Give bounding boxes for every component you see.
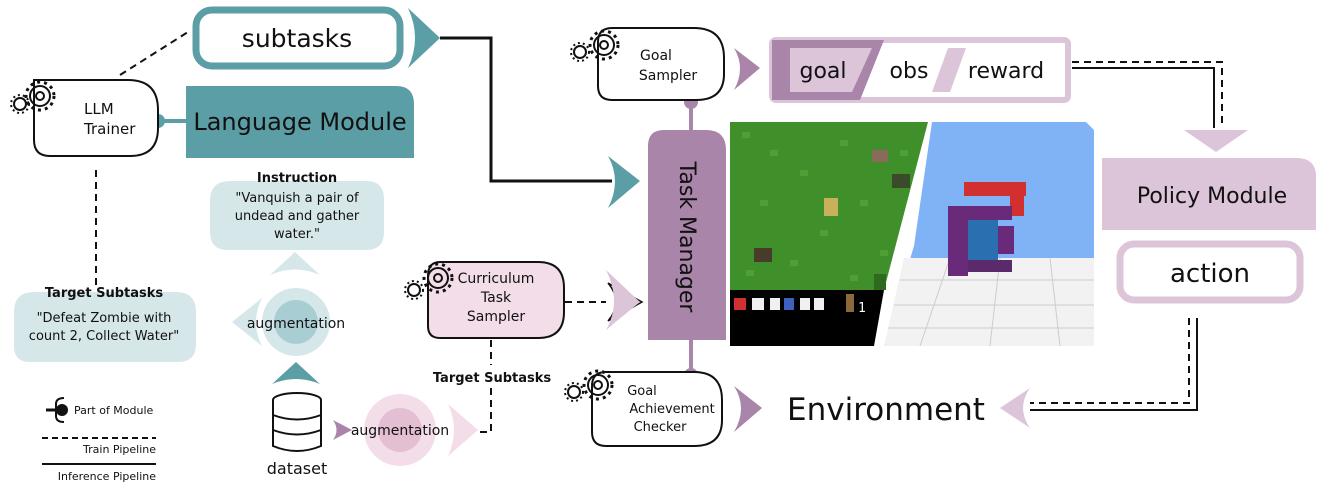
policy-module-label: Policy Module xyxy=(1137,184,1287,209)
obs-goal-label: goal xyxy=(799,59,846,84)
obs-obs-label: obs xyxy=(890,59,929,84)
goal-checker-node: Goal Achievement Checker xyxy=(564,369,762,447)
instruction-title: Instruction xyxy=(257,171,337,186)
goal-checker-line2: Achievement xyxy=(629,402,714,417)
observation-box: goal obs reward xyxy=(769,37,1071,103)
instruction-text-1: "Vanquish a pair of xyxy=(235,191,359,206)
action-node: action xyxy=(1116,240,1304,304)
database-icon xyxy=(272,392,322,452)
gear-icon xyxy=(404,280,424,300)
instruction-text-2: undead and gather xyxy=(235,209,360,224)
gear-icon xyxy=(10,94,30,114)
target-subtasks-text-2: count 2, Collect Water" xyxy=(29,329,179,344)
llm-trainer-line1: LLM xyxy=(84,100,114,118)
action-label: action xyxy=(1170,259,1250,289)
gear-icon xyxy=(570,42,590,62)
gear-icon xyxy=(24,80,56,112)
legend-part-of-module: Part of Module xyxy=(46,397,154,423)
goal-sampler-node: Goal Sampler xyxy=(570,27,760,101)
task-manager-node: Task Manager xyxy=(606,130,726,340)
legend-inference-pipeline: Inference Pipeline xyxy=(42,463,156,483)
legend-train-pipeline-label: Train Pipeline xyxy=(82,443,156,456)
legend-part-of-module-label: Part of Module xyxy=(74,404,154,417)
inventory-count: 1 xyxy=(858,301,866,316)
gear-icon xyxy=(422,262,454,294)
target-subtasks-text-1: "Defeat Zombie with xyxy=(37,311,172,326)
curriculum-line2: Task xyxy=(480,290,512,306)
target-subtasks-node: Target Subtasks "Defeat Zombie with coun… xyxy=(14,286,196,362)
goal-sampler-line2: Sampler xyxy=(639,68,697,84)
environment-label: Environment xyxy=(787,392,985,428)
goal-sampler-line1: Goal xyxy=(640,48,672,64)
legend-train-pipeline: Train Pipeline xyxy=(42,437,156,456)
legend-inference-pipeline-label: Inference Pipeline xyxy=(58,470,156,483)
task-manager-label: Task Manager xyxy=(674,161,699,314)
gear-icon xyxy=(564,382,584,402)
augmentation-center-label: augmentation xyxy=(247,316,345,332)
subtasks-node: subtasks xyxy=(192,6,440,70)
curriculum-line1: Curriculum xyxy=(458,271,535,287)
augmentation-bottom-node: augmentation xyxy=(333,394,478,466)
augmentation-center-node: augmentation xyxy=(232,252,345,384)
gear-icon xyxy=(582,369,614,401)
llm-trainer-line2: Trainer xyxy=(83,120,136,138)
inventory-hud: 1 xyxy=(734,294,866,316)
dataset-node: dataset xyxy=(267,392,328,478)
llm-trainer-node: LLM Trainer xyxy=(10,79,159,157)
zombie-sprite xyxy=(892,174,910,188)
instruction-node: Instruction "Vanquish a pair of undead a… xyxy=(210,171,384,250)
curriculum-sampler-node: Curriculum Task Sampler xyxy=(404,261,644,339)
goal-checker-line3: Checker xyxy=(634,420,688,435)
player-sprite xyxy=(824,198,838,216)
obs-reward-label: reward xyxy=(968,59,1044,84)
augmentation-bottom-label: augmentation xyxy=(351,423,449,439)
instruction-text-3: water." xyxy=(274,227,320,242)
game-screenshots: 1 xyxy=(730,122,1094,347)
target-subtasks-title: Target Subtasks xyxy=(45,286,164,301)
target-subtasks-label-2: Target Subtasks xyxy=(433,371,552,386)
language-module-label: Language Module xyxy=(193,108,406,136)
language-module-node: Language Module xyxy=(186,86,414,158)
curriculum-line3: Sampler xyxy=(467,309,525,325)
dataset-label: dataset xyxy=(267,459,328,478)
environment-node: Environment xyxy=(787,388,1030,428)
zombie-sprite xyxy=(754,248,772,262)
3d-game-view xyxy=(884,122,1094,347)
goal-checker-line1: Goal xyxy=(627,384,657,399)
zombie-sprite xyxy=(872,150,888,162)
subtasks-label: subtasks xyxy=(242,24,352,53)
policy-module-node: Policy Module xyxy=(1102,130,1316,230)
crafter-game-view: 1 xyxy=(730,122,928,346)
tree-sprite xyxy=(874,274,886,290)
gear-icon xyxy=(588,29,620,61)
legend: Part of Module Train Pipeline Inference … xyxy=(42,397,156,483)
